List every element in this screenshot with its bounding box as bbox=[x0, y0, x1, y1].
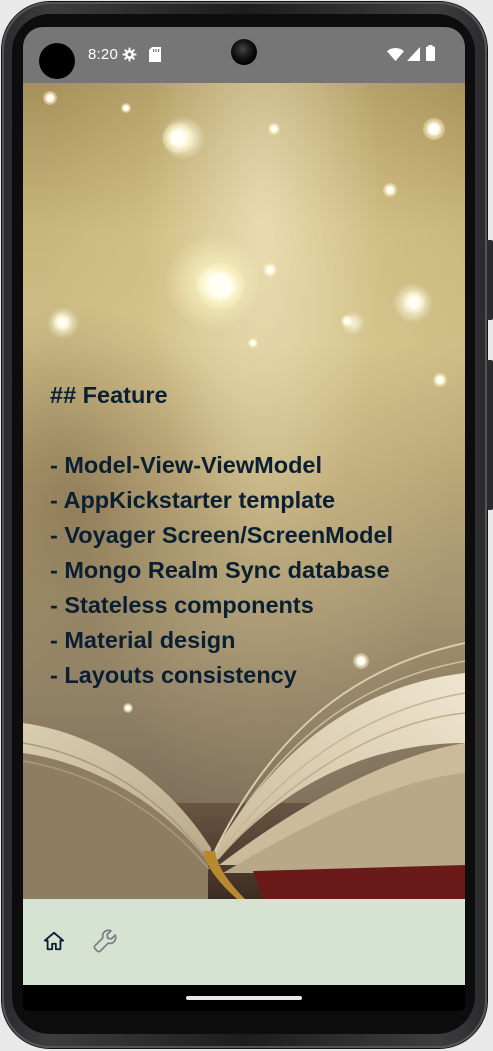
bokeh-sparkle bbox=[263, 263, 277, 277]
signal-icon bbox=[407, 47, 420, 66]
feature-item: - Voyager Screen/ScreenModel bbox=[50, 522, 394, 548]
bokeh-sparkle bbox=[248, 338, 258, 348]
status-time: 8:20 bbox=[88, 46, 118, 63]
bokeh-sparkle bbox=[163, 123, 193, 153]
volume-button bbox=[487, 360, 493, 510]
feature-item: - Material design bbox=[50, 627, 236, 653]
sd-card-icon bbox=[149, 47, 161, 67]
bokeh-sparkle bbox=[341, 315, 353, 327]
nav-tools[interactable] bbox=[85, 923, 125, 963]
wifi-icon bbox=[387, 48, 404, 66]
bokeh-sparkle bbox=[53, 313, 71, 331]
feature-item: - Layouts consistency bbox=[50, 662, 297, 688]
gesture-area bbox=[23, 985, 465, 1011]
feature-item: - Mongo Realm Sync database bbox=[50, 557, 390, 583]
gesture-handle[interactable] bbox=[186, 996, 302, 1000]
feature-item: - AppKickstarter template bbox=[50, 487, 336, 513]
bokeh-sparkle bbox=[403, 291, 425, 313]
status-bar: 8:20 bbox=[23, 27, 465, 83]
feature-title: ## Feature bbox=[50, 382, 168, 408]
feature-section: ## Feature - Model-View-ViewModel - AppK… bbox=[50, 378, 460, 693]
power-button bbox=[487, 240, 493, 320]
front-camera bbox=[231, 39, 257, 65]
bokeh-sparkle bbox=[423, 118, 445, 140]
bokeh-sparkle bbox=[121, 103, 131, 113]
bokeh-sparkle bbox=[198, 263, 244, 309]
screen: 8:20 bbox=[23, 27, 465, 1011]
battery-icon bbox=[426, 45, 435, 66]
main-content: ## Feature - Model-View-ViewModel - AppK… bbox=[23, 83, 465, 899]
home-icon bbox=[43, 930, 65, 957]
bokeh-sparkle bbox=[268, 123, 280, 135]
bokeh-sparkle bbox=[353, 653, 369, 669]
bokeh-sparkle bbox=[433, 373, 447, 387]
bokeh-sparkle bbox=[43, 91, 57, 105]
settings-gear-icon bbox=[122, 47, 137, 67]
feature-item: - Stateless components bbox=[50, 592, 314, 618]
bokeh-sparkle bbox=[123, 703, 133, 713]
bottom-navigation bbox=[23, 899, 465, 985]
wrench-icon bbox=[92, 928, 118, 959]
camera-dot bbox=[39, 43, 75, 79]
open-book-image bbox=[23, 642, 465, 899]
bokeh-sparkle bbox=[383, 183, 397, 197]
nav-home[interactable] bbox=[34, 923, 74, 963]
feature-item: - Model-View-ViewModel bbox=[50, 452, 323, 478]
